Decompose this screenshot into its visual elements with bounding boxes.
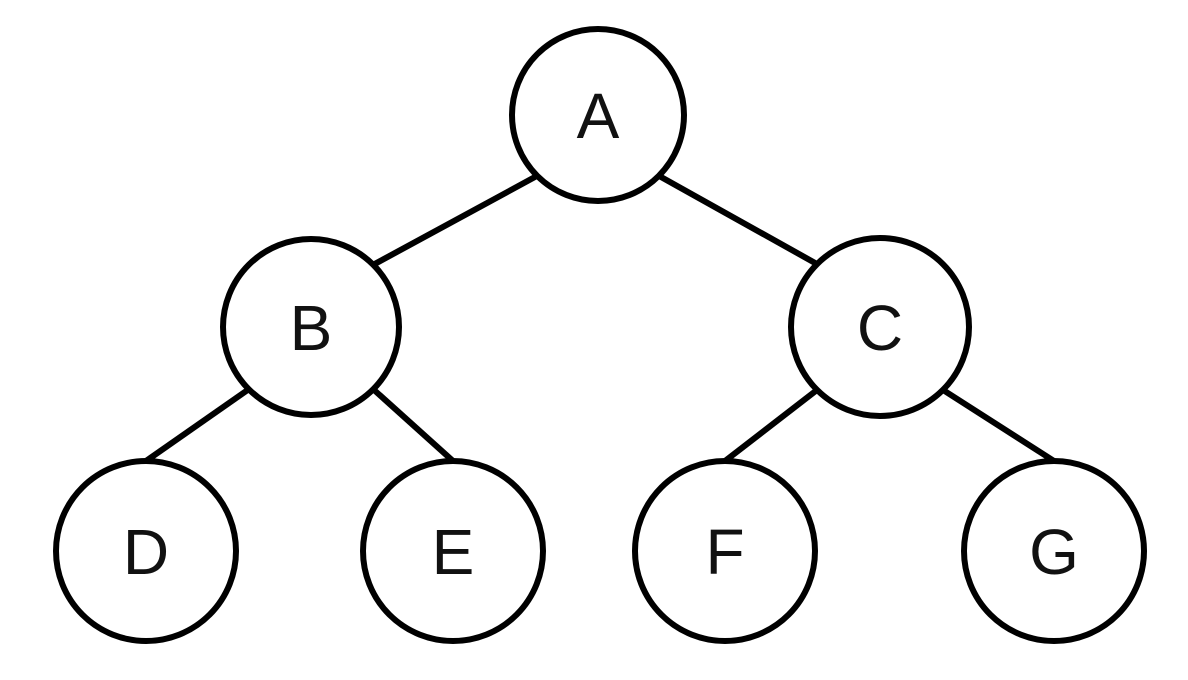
edge-a-b: [371, 173, 539, 268]
node-label: D: [123, 516, 169, 588]
node-circle: [509, 26, 687, 204]
node-circle: [220, 236, 402, 418]
node-label: A: [577, 80, 620, 152]
edge-a-c: [657, 173, 819, 267]
edge-c-g: [941, 387, 1056, 464]
tree-node-a: A: [509, 26, 687, 204]
node-label: E: [432, 516, 475, 588]
node-label: G: [1029, 516, 1079, 588]
node-circle: [53, 458, 239, 644]
node-label: F: [705, 516, 744, 588]
node-circle: [360, 458, 546, 644]
node-label: C: [857, 292, 903, 364]
node-circle: [961, 458, 1147, 644]
edge-c-f: [723, 387, 819, 464]
tree-node-c: C: [788, 235, 972, 419]
node-circle: [788, 235, 972, 419]
tree-node-e: E: [360, 458, 546, 644]
tree-node-d: D: [53, 458, 239, 644]
tree-node-b: B: [220, 236, 402, 418]
tree-node-f: F: [632, 458, 818, 644]
tree-node-g: G: [961, 458, 1147, 644]
node-label: B: [290, 292, 333, 364]
edge-b-d: [144, 386, 251, 464]
node-circle: [632, 458, 818, 644]
edge-b-e: [371, 386, 456, 464]
